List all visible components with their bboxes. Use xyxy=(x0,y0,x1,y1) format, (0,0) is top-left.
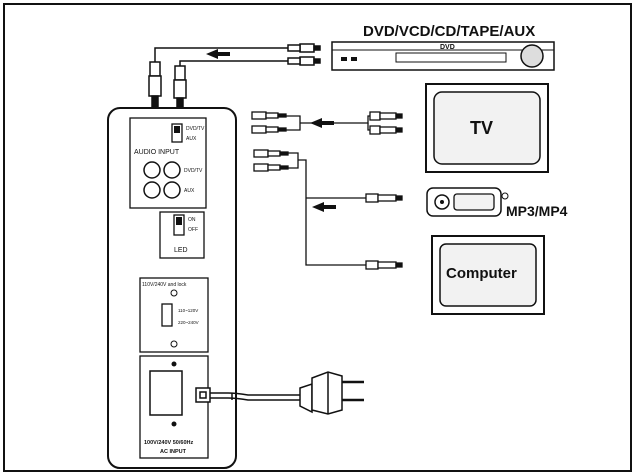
rca-jack xyxy=(163,161,181,179)
switch-label-aux: AUX xyxy=(186,136,197,142)
jack-label-aux: AUX xyxy=(184,188,195,194)
dvd-title: DVD/VCD/CD/TAPE/AUX xyxy=(363,23,535,40)
tv-label: TV xyxy=(470,118,493,138)
screw-icon xyxy=(170,340,178,348)
arrow-icon xyxy=(310,118,334,128)
power-off-label: OFF xyxy=(188,227,198,233)
dvd-tray xyxy=(395,52,507,63)
dvd-button xyxy=(351,57,357,61)
mp3-label: MP3/MP4 xyxy=(506,203,568,219)
dvd-cable xyxy=(148,43,321,109)
switch-label-dvdtv: DVD/TV xyxy=(186,126,205,132)
led-label: LED xyxy=(174,247,188,254)
voltage-header: 110V/240V and lock xyxy=(142,282,187,288)
rca-jack xyxy=(143,181,161,199)
audio-input-label: AUDIO INPUT xyxy=(134,149,180,156)
arrow-icon xyxy=(312,202,336,212)
ac-input-label: AC INPUT xyxy=(160,449,187,455)
power-cord xyxy=(195,371,364,415)
computer: Computer xyxy=(431,235,545,315)
voltage-option-220: 220~240V xyxy=(178,320,199,325)
arrow-icon xyxy=(206,49,230,59)
dvd-panel-label: DVD xyxy=(440,44,455,51)
rca-jack xyxy=(143,161,161,179)
jack-label-dvdtv: DVD/TV xyxy=(184,168,203,174)
mp3-player: MP3/MP4 xyxy=(426,187,568,219)
rca-jack xyxy=(163,181,181,199)
computer-label: Computer xyxy=(446,265,517,282)
dvd-player: DVD/VCD/CD/TAPE/AUX DVD xyxy=(331,23,555,71)
tv-cable xyxy=(286,111,403,135)
screw-icon xyxy=(171,361,177,367)
screw-icon xyxy=(171,421,177,427)
tv: TV xyxy=(425,83,549,173)
dvd-knob xyxy=(520,44,544,68)
screw-icon xyxy=(170,289,178,297)
power-on-label: ON xyxy=(188,217,196,223)
dvd-button xyxy=(341,57,347,61)
rca-connectors xyxy=(251,111,289,172)
outer-frame xyxy=(3,3,632,472)
dvd-body xyxy=(331,41,555,71)
ac-socket xyxy=(149,370,183,416)
aux-cable xyxy=(288,152,403,270)
voltage-switch[interactable] xyxy=(161,303,173,327)
speaker-back-panel: DVD/TV AUX AUDIO INPUT DVD/TV AUX ON OFF… xyxy=(107,107,237,469)
ac-rating: 100V/240V 50/60Hz xyxy=(144,440,193,446)
voltage-option-110: 110~120V xyxy=(178,308,198,313)
